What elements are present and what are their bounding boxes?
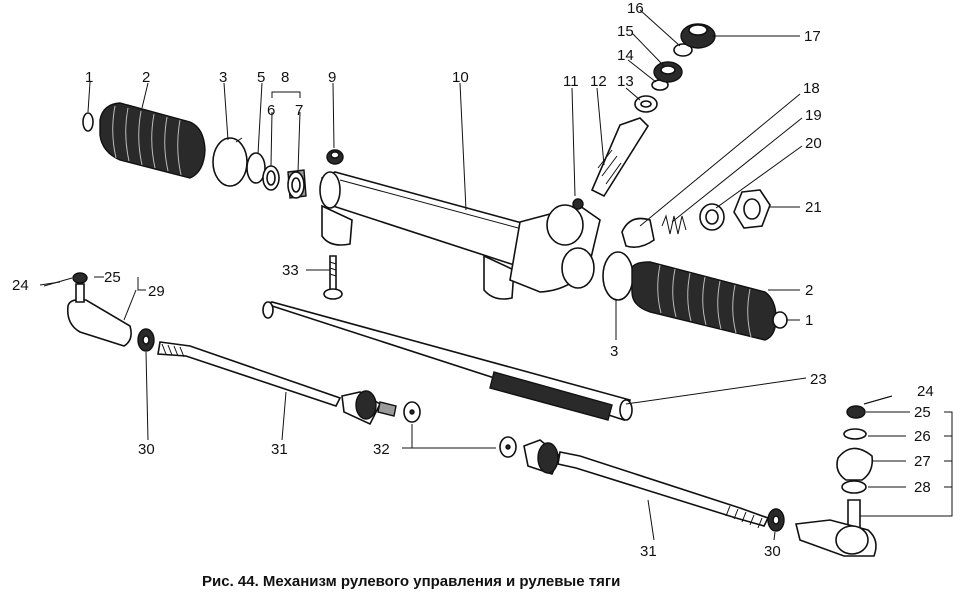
part-10-housing [319,171,601,300]
callout-30-right: 30 [764,543,781,560]
part-9-nut [326,149,344,165]
callout-2: 2 [142,69,150,86]
figure-caption: Рис. 44. Механизм рулевого управления и … [202,573,620,590]
part-29-tie-rod-end-left [43,272,132,347]
callout-17: 17 [804,28,821,45]
callout-1-right: 1 [805,312,813,329]
part-23-rack [262,301,633,422]
part-19-spring [661,214,687,235]
callout-13: 13 [617,73,634,90]
callout-8: 8 [281,69,289,86]
part-12-pinion-shaft [590,117,650,198]
callout-14: 14 [617,47,634,64]
callout-27: 27 [914,453,931,470]
callout-30-left: 30 [138,441,155,458]
part-2-boot-right [631,261,777,341]
part-18-plunger [621,217,655,248]
callout-1: 1 [85,69,93,86]
part-7-support-sleeve [287,169,307,199]
callout-3: 3 [219,69,227,86]
callout-23: 23 [810,371,827,388]
part-16-ring [673,43,693,57]
part-3-clamp-right [602,251,634,301]
part-20-nut-ring [699,203,725,231]
part-28-ring-right [841,480,867,494]
callout-28: 28 [914,479,931,496]
callout-20: 20 [805,135,822,152]
callout-21: 21 [805,199,822,216]
part-30-locknut-right [767,508,785,532]
part-32-washer-lower [499,436,517,458]
callout-31-left: 31 [271,441,288,458]
part-6-bushing [262,165,280,191]
part-17-cap [680,23,716,49]
part-32-washer-upper [403,401,421,423]
part-27-ball-joint-boot [836,447,874,481]
part-25-castle-nut-right [846,405,866,419]
part-2-boot-left [99,102,206,179]
callout-15: 15 [617,23,634,40]
callout-19: 19 [805,107,822,124]
callout-31-right: 31 [640,543,657,560]
part-31-tie-rod-left [157,341,397,426]
callout-6: 6 [267,102,275,119]
callout-7: 7 [295,102,303,119]
part-1-ring-left [82,112,94,132]
part-31-tie-rod-right [523,439,770,529]
part-21-locknut [733,189,771,229]
callout-5: 5 [257,69,265,86]
callout-29: 29 [148,283,165,300]
callout-24-right: 24 [917,383,934,400]
callout-11: 11 [563,73,579,90]
callout-33: 33 [282,262,299,279]
callout-18: 18 [803,80,820,97]
callout-25-left: 25 [104,269,121,286]
callout-labels: 1 2 3 5 8 6 7 9 10 11 12 13 14 15 16 17 … [12,0,934,560]
callout-24-left: 24 [12,277,29,294]
part-3-clamp-left [212,137,248,187]
callout-16: 16 [627,0,644,17]
callout-3-right: 3 [610,343,618,360]
callout-25-right: 25 [914,404,931,421]
part-tie-rod-end-right [795,499,877,557]
callout-9: 9 [328,69,336,86]
callout-26: 26 [914,428,931,445]
callout-10: 10 [452,69,469,86]
part-26-washer-right [843,428,867,440]
part-5-ring [246,152,266,184]
callout-2-right: 2 [805,282,813,299]
part-33-bolt [323,255,343,300]
callout-12: 12 [590,73,607,90]
part-1-ring-right [772,311,788,329]
leader-lines [39,9,953,541]
part-15-seal [653,61,683,83]
part-13-bearing [634,95,658,113]
part-30-locknut-left [137,328,155,352]
callout-32: 32 [373,441,390,458]
